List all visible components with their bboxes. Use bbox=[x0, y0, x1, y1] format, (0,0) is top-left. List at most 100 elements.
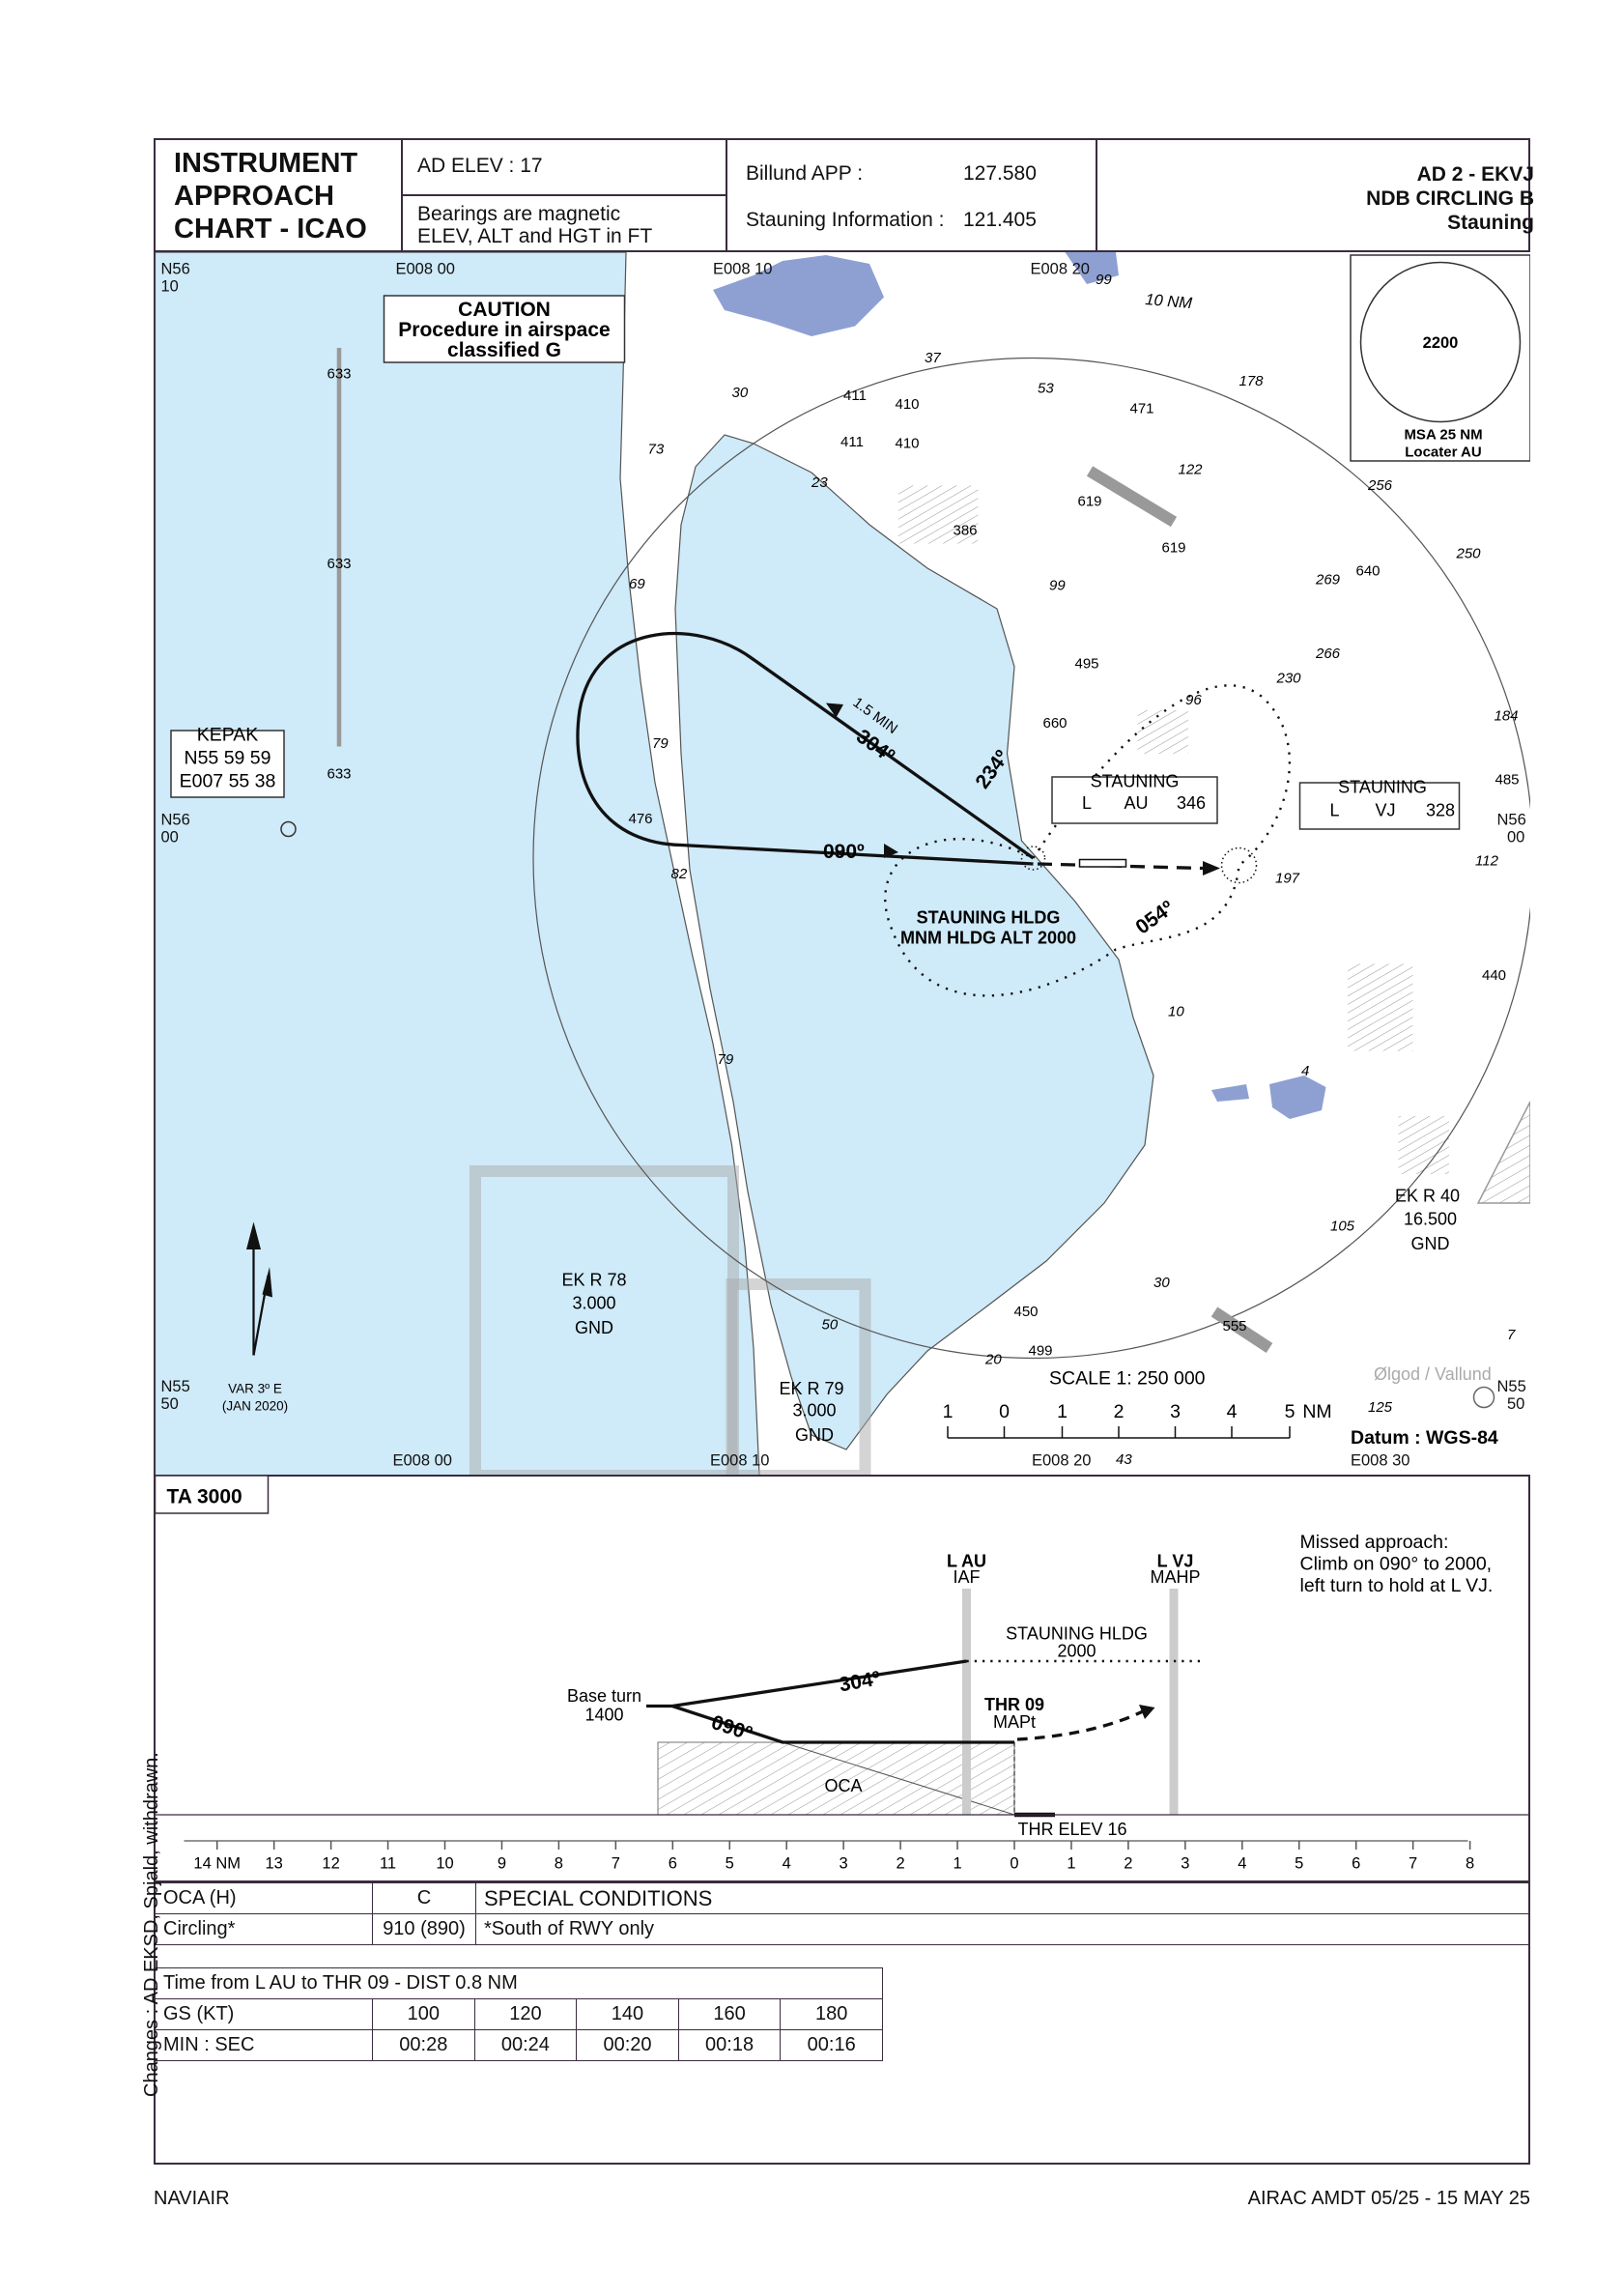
holding-label: STAUNING HLDG bbox=[1006, 1624, 1148, 1644]
msa-label: Locater AU bbox=[1405, 445, 1481, 461]
lau-role: IAF bbox=[953, 1567, 980, 1587]
time-value: 00:28 bbox=[372, 2029, 475, 2061]
runway bbox=[1078, 858, 1127, 868]
msa-altitude: 2200 bbox=[1423, 334, 1459, 352]
axis-tick-label: 3 bbox=[1181, 1855, 1189, 1873]
grid-label: E008 30 bbox=[1351, 1452, 1409, 1470]
kepak-lat: N55 59 59 bbox=[185, 748, 271, 769]
axis-tick-label: 2 bbox=[1124, 1855, 1132, 1873]
divider bbox=[401, 194, 726, 196]
axis-tick-label: 7 bbox=[612, 1855, 620, 1873]
grid-label: E008 20 bbox=[1031, 261, 1090, 278]
lau-name: L AU bbox=[947, 1552, 986, 1571]
spot-height: 79 bbox=[718, 1051, 734, 1068]
spot-height: 20 bbox=[984, 1352, 1002, 1368]
ring-label: 10 NM bbox=[1145, 291, 1193, 312]
spot-height: 53 bbox=[1038, 381, 1054, 397]
spot-heights: 99 37 30 53 178 73 23 122 256 250 69 99 … bbox=[629, 272, 1519, 1468]
time-value: 00:16 bbox=[780, 2029, 883, 2061]
axis-tick-label: 6 bbox=[1352, 1855, 1360, 1873]
obstacle-elev: 411 bbox=[840, 434, 864, 450]
axis-tick-label: 4 bbox=[783, 1855, 791, 1873]
axis-tick-label: 14 NM bbox=[193, 1855, 241, 1873]
inbound-profile bbox=[671, 1704, 1014, 1744]
obstacle-elev: 660 bbox=[1042, 715, 1067, 732]
base-turn-label: Base turn bbox=[567, 1686, 641, 1706]
spot-height: 99 bbox=[1049, 578, 1066, 594]
caution-text: Procedure in airspace bbox=[398, 319, 610, 341]
grid-label: 50 bbox=[1507, 1395, 1524, 1413]
obstacle-elev: 619 bbox=[1077, 494, 1101, 510]
msa-circle bbox=[1359, 261, 1522, 423]
profile-view: TA 3000 Missed approach: Climb on 090° t… bbox=[154, 1475, 1530, 1873]
axis-tick-label: 8 bbox=[1466, 1855, 1474, 1873]
obstacle-elev: 555 bbox=[1222, 1318, 1246, 1335]
restricted-upper: 3.000 bbox=[792, 1401, 836, 1421]
axis-tick-label: 1 bbox=[953, 1855, 961, 1873]
spot-height: 125 bbox=[1368, 1399, 1393, 1416]
ta-box bbox=[154, 1475, 270, 1514]
final-track-label: 090º bbox=[823, 841, 865, 863]
minima-table: OCA (H) C SPECIAL CONDITIONS Circling* 9… bbox=[155, 1882, 1530, 1945]
scale-tick-label: 4 bbox=[1227, 1401, 1238, 1422]
spot-height: 82 bbox=[671, 866, 688, 882]
changes-note: Changes : AD EKSD, Spjald, withdrawn. bbox=[141, 1752, 162, 2097]
lake bbox=[1065, 252, 1119, 284]
variation-date: (JAN 2020) bbox=[222, 1399, 288, 1414]
town-label: Ølgod / Vallund bbox=[1374, 1364, 1492, 1384]
arrow bbox=[826, 703, 843, 718]
grid-label: 10 bbox=[161, 278, 179, 296]
title-line: INSTRUMENT bbox=[174, 148, 358, 179]
lvj-marker bbox=[1169, 1589, 1179, 1815]
axis-tick-label: 9 bbox=[498, 1855, 506, 1873]
ndb-vj-id: VJ bbox=[1375, 801, 1395, 820]
spot-height: 43 bbox=[1116, 1451, 1132, 1468]
north-arrow-head bbox=[246, 1221, 261, 1249]
obstacle-elev: 495 bbox=[1074, 656, 1098, 673]
ndb-au-freq: 346 bbox=[1177, 793, 1206, 813]
bearings-note: Bearings are magnetic bbox=[417, 203, 621, 225]
arrow bbox=[1139, 1705, 1155, 1719]
caution-title: CAUTION bbox=[458, 299, 551, 321]
obstacle-line bbox=[1210, 1306, 1273, 1354]
built-up-area bbox=[1398, 1116, 1449, 1174]
spot-height: 30 bbox=[732, 385, 749, 401]
obstacle-elev: 633 bbox=[327, 556, 351, 572]
msa-label: MSA 25 NM bbox=[1404, 427, 1482, 444]
spot-height: 178 bbox=[1239, 373, 1265, 389]
lvj-name: L VJ bbox=[1157, 1552, 1194, 1571]
base-turn-altitude: 1400 bbox=[584, 1706, 623, 1725]
grid-label: N55 bbox=[161, 1378, 190, 1395]
obstacle-elev: 450 bbox=[1013, 1304, 1038, 1320]
units-note: ELEV, ALT and HGT in FT bbox=[417, 225, 653, 247]
obstacle-elev: 410 bbox=[895, 396, 919, 413]
restricted-lower: GND bbox=[1411, 1234, 1450, 1253]
divider bbox=[726, 138, 727, 251]
chart-type-title: INSTRUMENT APPROACH CHART - ICAO bbox=[174, 147, 367, 245]
spot-height: 50 bbox=[822, 1317, 839, 1334]
spot-height: 256 bbox=[1367, 477, 1393, 494]
restricted-name: EK R 40 bbox=[1395, 1187, 1460, 1206]
missed-approach-text: Missed approach: bbox=[1300, 1532, 1449, 1553]
kepak-box bbox=[170, 730, 285, 798]
axis-tick-label: 4 bbox=[1238, 1855, 1246, 1873]
arrow bbox=[1203, 861, 1220, 875]
built-up-area bbox=[1137, 710, 1188, 754]
spot-height: 79 bbox=[652, 735, 669, 752]
gs-value: 180 bbox=[780, 1998, 883, 2030]
axis-tick-label: 3 bbox=[840, 1855, 848, 1873]
freq-label: Stauning Information : bbox=[746, 209, 945, 231]
footer-publisher: NAVIAIR bbox=[154, 2188, 230, 2209]
base-turn-track bbox=[576, 632, 1035, 866]
spot-height: 7 bbox=[1507, 1327, 1516, 1343]
spot-height: 105 bbox=[1330, 1219, 1355, 1235]
restricted-name: EK R 78 bbox=[561, 1271, 626, 1290]
axis-tick-label: 0 bbox=[1010, 1855, 1018, 1873]
timing-table: Time from L AU to THR 09 - DIST 0.8 NM G… bbox=[155, 1967, 883, 2061]
axis-tick-label: 7 bbox=[1409, 1855, 1417, 1873]
grid-label: N56 bbox=[161, 812, 190, 829]
spot-height: 73 bbox=[648, 442, 665, 458]
spot-height: 69 bbox=[629, 576, 645, 592]
lau-marker bbox=[962, 1589, 971, 1815]
